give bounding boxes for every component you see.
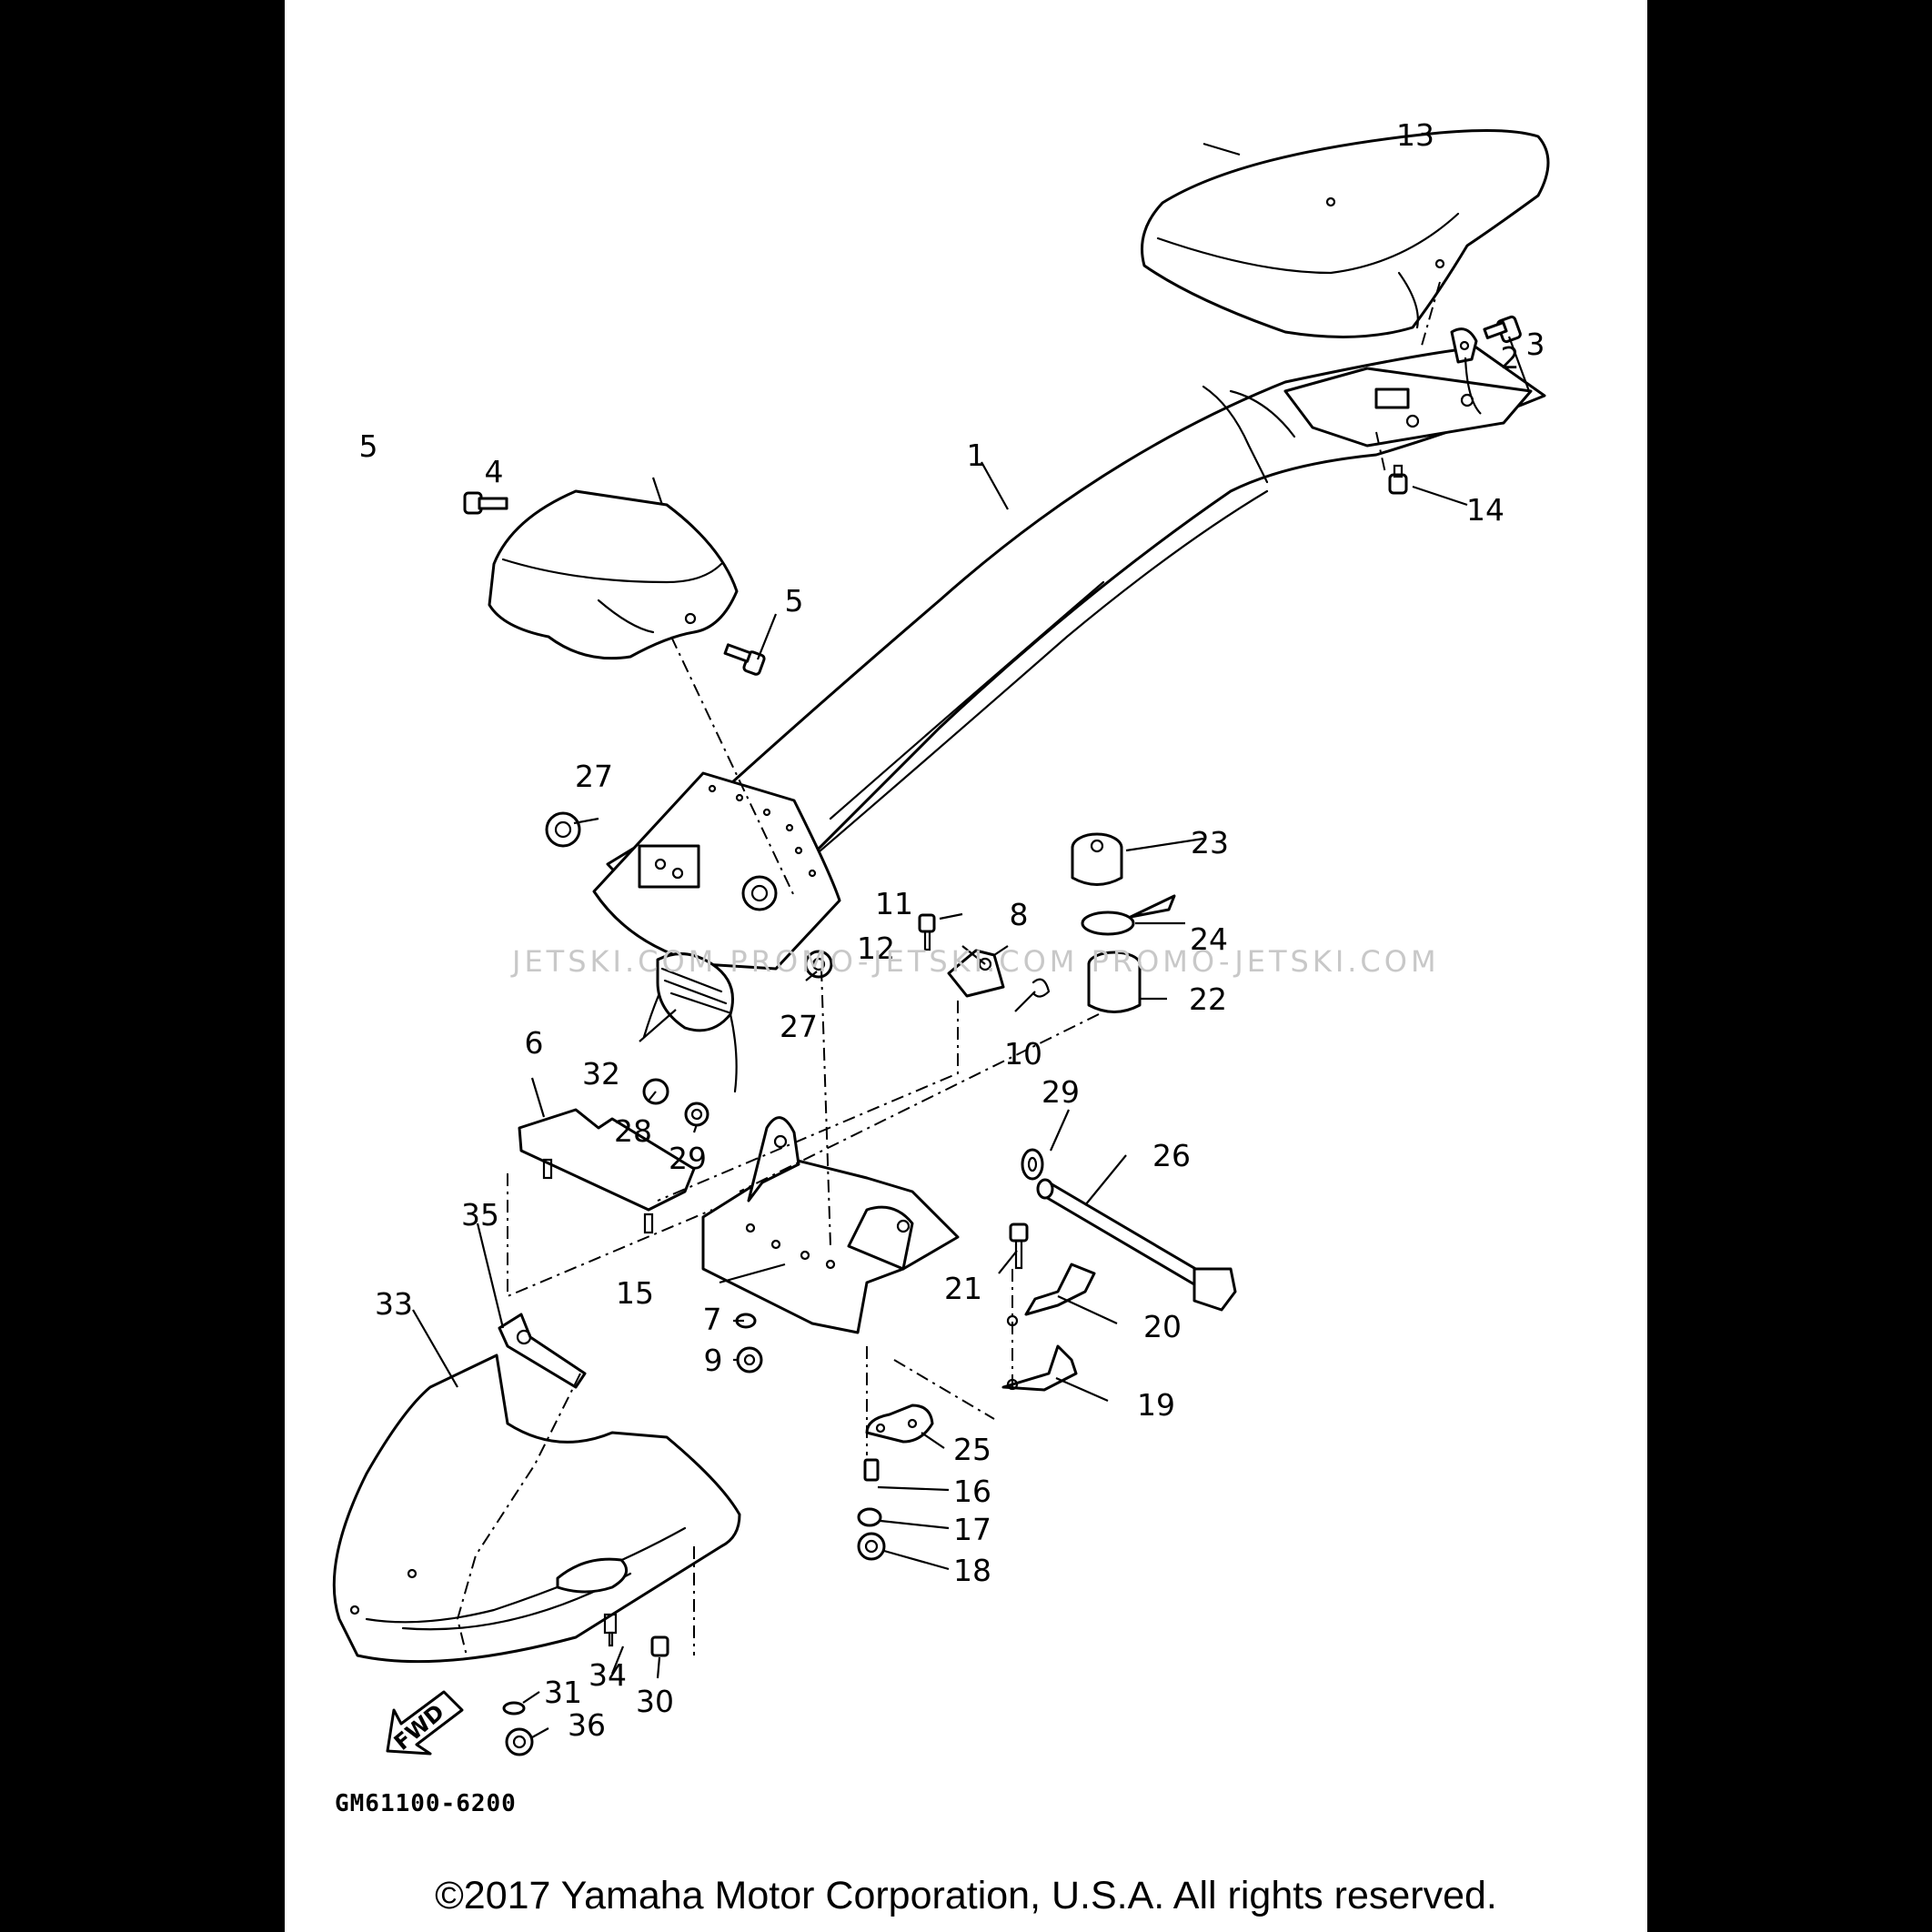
callout-22: 22 <box>1189 981 1227 1017</box>
callout-15: 15 <box>616 1275 654 1311</box>
callout-33: 30 <box>636 1684 674 1719</box>
stopper-plate-drawings <box>518 1078 1044 1234</box>
callout-5b: 5 <box>785 583 804 619</box>
callout-36: 36 <box>568 1707 606 1743</box>
callout-23: 23 <box>1191 825 1229 860</box>
callout-30: 32 <box>582 1056 620 1092</box>
pivot-hardware-drawings <box>545 811 1051 998</box>
callout-27a: 27 <box>575 759 613 794</box>
callout-34: 35 <box>461 1197 499 1233</box>
callout-29a: 29 <box>669 1141 707 1176</box>
callout-10: 10 <box>1004 1036 1042 1072</box>
callout-17: 17 <box>953 1512 991 1547</box>
front-cover-drawing <box>488 489 739 660</box>
drawing-code: GM61100-6200 <box>335 1790 517 1817</box>
parts-diagram-sheet: FWD 13 2 3 14 1 4 5 5 27 23 24 22 11 12 … <box>285 0 1647 1932</box>
callout-12: 12 <box>857 931 895 966</box>
callout-28: 28 <box>614 1113 652 1149</box>
callout-1: 1 <box>967 438 986 473</box>
leader-lines <box>412 142 1531 1738</box>
callout-4: 4 <box>485 454 504 489</box>
fwd-direction-arrow: FWD <box>386 1690 464 1756</box>
handle-pole-drawing <box>592 346 1546 971</box>
callout-29b: 29 <box>1041 1074 1080 1110</box>
fastener-drawings <box>463 315 1522 676</box>
lower-cover-drawings <box>332 1313 741 1756</box>
callout-26: 26 <box>1152 1138 1191 1173</box>
callout-5a: 5 <box>359 428 378 464</box>
callout-21: 21 <box>944 1271 982 1306</box>
watermark-text: JETSKI.COM PROMO-JETSKI.COM PROMO-JETSKI… <box>512 944 1440 979</box>
callout-6: 6 <box>525 1025 544 1061</box>
callout-27b: 27 <box>780 1009 818 1044</box>
callout-3: 3 <box>1526 327 1545 362</box>
callout-19: 19 <box>1137 1387 1175 1423</box>
damper-parts-drawings <box>1071 832 1176 1013</box>
callout-31: 33 <box>375 1286 413 1322</box>
callout-11: 11 <box>875 886 913 921</box>
seat-cushion-drawing <box>1141 128 1550 338</box>
assembly-center-lines <box>456 281 1441 1656</box>
spring-drawing <box>642 952 738 1093</box>
callout-13: 13 <box>1396 117 1434 153</box>
exploded-parts-diagram: FWD 13 2 3 14 1 4 5 5 27 23 24 22 11 12 … <box>332 117 1550 1756</box>
callout-16: 16 <box>953 1474 991 1509</box>
callout-20: 20 <box>1143 1309 1182 1344</box>
callout-labels: 13 2 3 14 1 4 5 5 27 23 24 22 11 12 8 10… <box>359 117 1545 1743</box>
callout-14: 14 <box>1466 492 1504 528</box>
callout-35: 31 <box>544 1675 582 1710</box>
callout-2: 2 <box>1501 340 1520 376</box>
callout-32: 34 <box>589 1657 627 1693</box>
callout-9: 8 <box>1010 897 1029 932</box>
callout-25: 25 <box>953 1432 991 1467</box>
callout-18: 18 <box>953 1553 991 1588</box>
callout-7: 7 <box>703 1302 722 1337</box>
callout-8: 9 <box>704 1343 723 1378</box>
copyright-notice: ©2017 Yamaha Motor Corporation, U.S.A. A… <box>435 1874 1497 1917</box>
callout-24: 24 <box>1190 921 1228 957</box>
